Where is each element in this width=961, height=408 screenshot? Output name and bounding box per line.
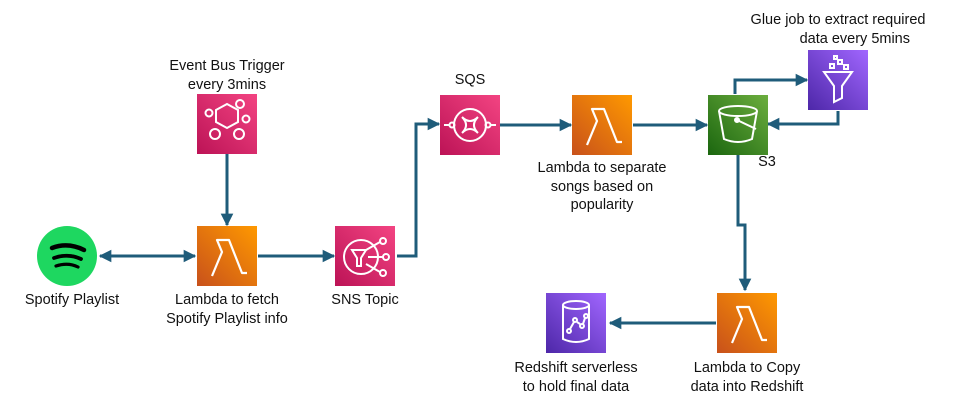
lambda-icon: [210, 238, 247, 277]
sqs-label: SQS: [454, 72, 486, 88]
glue-label: Glue job to extract required data every …: [750, 12, 926, 47]
sns-icon: [343, 237, 390, 277]
sqs-icon: [444, 108, 496, 142]
edge-sns-to-sqs: [397, 117, 441, 258]
lambda-copy-label: Lambda to Copy data into Redshift: [690, 360, 804, 395]
lambda-fetch-node: [197, 226, 257, 286]
edge-glue-to-s3: [766, 111, 840, 131]
lambda-icon: [730, 305, 767, 344]
s3-label: S3: [758, 154, 776, 170]
glue-node: [808, 50, 868, 110]
edge-s3-to-glue: [733, 73, 809, 94]
event-bus-label: Event Bus Trigger every 3mins: [169, 58, 285, 93]
sns-node: [335, 226, 395, 286]
s3-node: [708, 95, 768, 155]
lambda-fetch-label: Lambda to fetch Spotify Playlist info: [166, 292, 288, 327]
edge-s3-to-lambda-copy: [736, 155, 752, 292]
lambda-separate-node: [572, 95, 632, 155]
spotify-label: Spotify Playlist: [24, 292, 120, 308]
sqs-node: [440, 95, 500, 155]
redshift-node: [546, 293, 606, 353]
lambda-copy-node: [717, 293, 777, 353]
sns-label: SNS Topic: [331, 292, 399, 308]
glue-icon: [822, 55, 854, 104]
event-bus-node: [197, 94, 257, 154]
spotify-node: [37, 226, 97, 286]
eventbridge-icon: [204, 99, 251, 140]
lambda-icon: [585, 107, 622, 146]
lambda-separate-label: Lambda to separate songs based on popula…: [537, 160, 667, 213]
redshift-icon: [562, 300, 590, 343]
redshift-label: Redshift serverless to hold final data: [514, 360, 638, 395]
s3-bucket-icon: [718, 105, 758, 143]
